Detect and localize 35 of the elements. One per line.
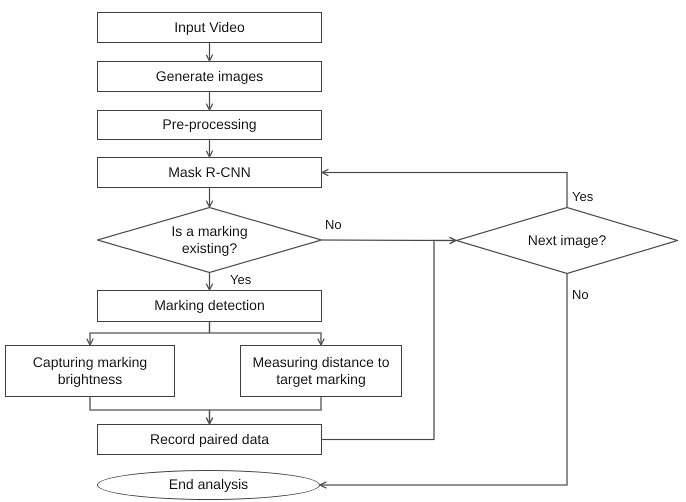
process-box	[97, 424, 322, 455]
process-box	[5, 345, 175, 397]
arrow	[206, 92, 214, 111]
arrow	[206, 43, 214, 62]
edge-label: No	[325, 218, 342, 231]
node-text: Measuring distance to target marking	[252, 354, 390, 388]
edge-label: Yes	[230, 273, 252, 286]
process-box	[97, 61, 322, 92]
arrow	[208, 322, 325, 346]
node-text: End analysis	[168, 476, 250, 494]
node-text: Pre-processing	[161, 116, 258, 134]
edge-label: Yes	[572, 190, 594, 203]
process-box	[97, 110, 322, 140]
process-box	[97, 12, 322, 43]
node-text: Marking detection	[153, 297, 266, 315]
node-text: Capturing marking brightness	[32, 354, 148, 388]
edge-label: No	[572, 288, 589, 301]
node-text: Generate images	[154, 68, 264, 86]
decision-diamond	[456, 207, 678, 274]
arrow	[319, 274, 568, 489]
arrow	[206, 397, 322, 425]
node-text: Mask R-CNN	[167, 164, 252, 182]
arrow	[206, 188, 214, 208]
process-box	[97, 157, 322, 188]
arrow	[206, 273, 214, 291]
arrow	[322, 236, 457, 440]
arrow	[321, 168, 568, 207]
node-text: Is a marking existing?	[170, 222, 249, 258]
decision-diamond	[97, 207, 322, 273]
node-text: Next image?	[528, 232, 606, 250]
node-text: Input Video	[173, 18, 246, 36]
node-text: Record paired data	[148, 430, 270, 448]
arrow	[206, 140, 214, 158]
process-box	[97, 290, 322, 322]
process-box	[240, 345, 402, 397]
